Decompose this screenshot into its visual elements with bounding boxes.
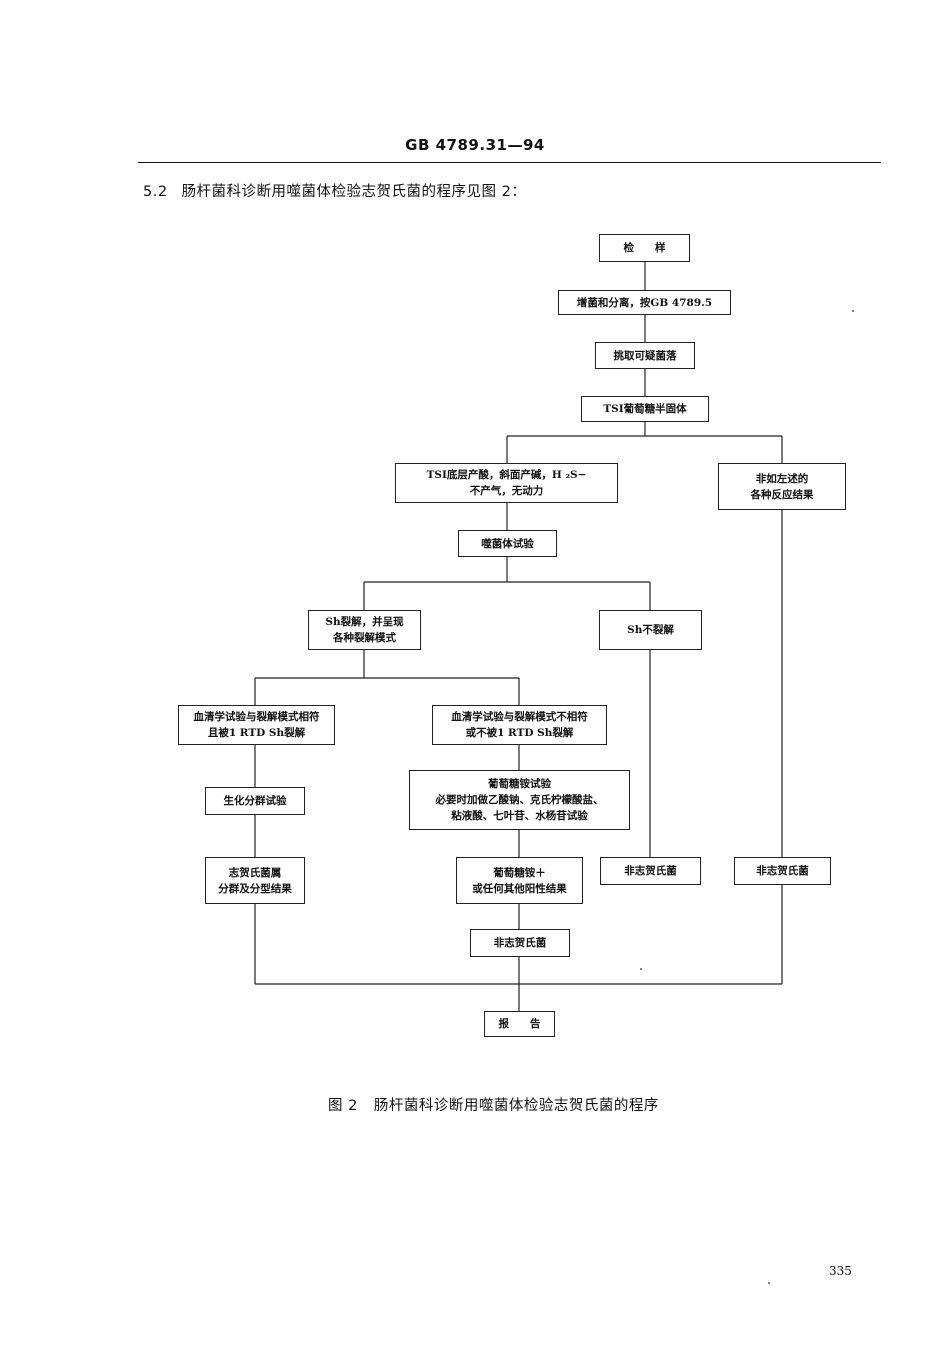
box-non-shigella-middle: 非志贺氏菌	[600, 857, 701, 885]
scan-speck	[640, 968, 642, 970]
box-tsi-result: TSI底层产酸，斜面产碱，H ₂S− 不产气，无动力	[395, 463, 618, 503]
scan-speck	[852, 310, 854, 312]
box-enrichment: 增菌和分离，按GB 4789.5	[558, 290, 731, 315]
box-glucose-ammonium-test: 葡萄糖铵试验 必要时加做乙酸钠、克氏柠檬酸盐、 粘液酸、七叶苷、水杨苷试验	[409, 770, 630, 830]
box-biochem-grouping: 生化分群试验	[205, 787, 305, 815]
section-heading: 5.2 肠杆菌科诊断用噬菌体检验志贺氏菌的程序见图 2：	[143, 180, 526, 201]
header-rule	[138, 162, 881, 163]
section-number: 5.2	[143, 184, 168, 200]
box-glucose-positive: 葡萄糖铵＋ 或任何其他阳性结果	[456, 857, 583, 904]
scan-speck	[768, 1282, 770, 1284]
box-non-shigella-center: 非志贺氏菌	[470, 929, 570, 957]
figure-number: 图 2	[328, 1098, 358, 1114]
box-report: 报 告	[484, 1011, 555, 1037]
box-other-reaction: 非如左述的 各种反应结果	[718, 463, 846, 510]
section-text: 肠杆菌科诊断用噬菌体检验志贺氏菌的程序见图 2：	[181, 184, 527, 200]
box-shigella-result: 志贺氏菌属 分群及分型结果	[205, 857, 305, 904]
box-non-shigella-right: 非志贺氏菌	[734, 857, 831, 885]
box-serum-match: 血清学试验与裂解模式相符 且被1 RTD Sh裂解	[178, 705, 335, 745]
figure-title: 肠杆菌科诊断用噬菌体检验志贺氏菌的程序	[373, 1098, 659, 1114]
box-pick-colony: 挑取可疑菌落	[595, 342, 695, 369]
document-header-code: GB 4789.31—94	[405, 136, 545, 154]
box-serum-mismatch: 血清学试验与裂解模式不相符 或不被1 RTD Sh裂解	[432, 705, 607, 745]
box-sample: 检 样	[599, 234, 690, 262]
figure-caption: 图 2 肠杆菌科诊断用噬菌体检验志贺氏菌的程序	[328, 1094, 659, 1115]
page-number: 335	[829, 1264, 852, 1278]
box-sh-no-lysis: Sh不裂解	[599, 610, 702, 650]
box-sh-lysis: Sh裂解，并呈现 各种裂解模式	[308, 610, 421, 650]
box-phage-test: 噬菌体试验	[458, 530, 557, 557]
box-tsi: TSI葡萄糖半固体	[581, 396, 709, 422]
